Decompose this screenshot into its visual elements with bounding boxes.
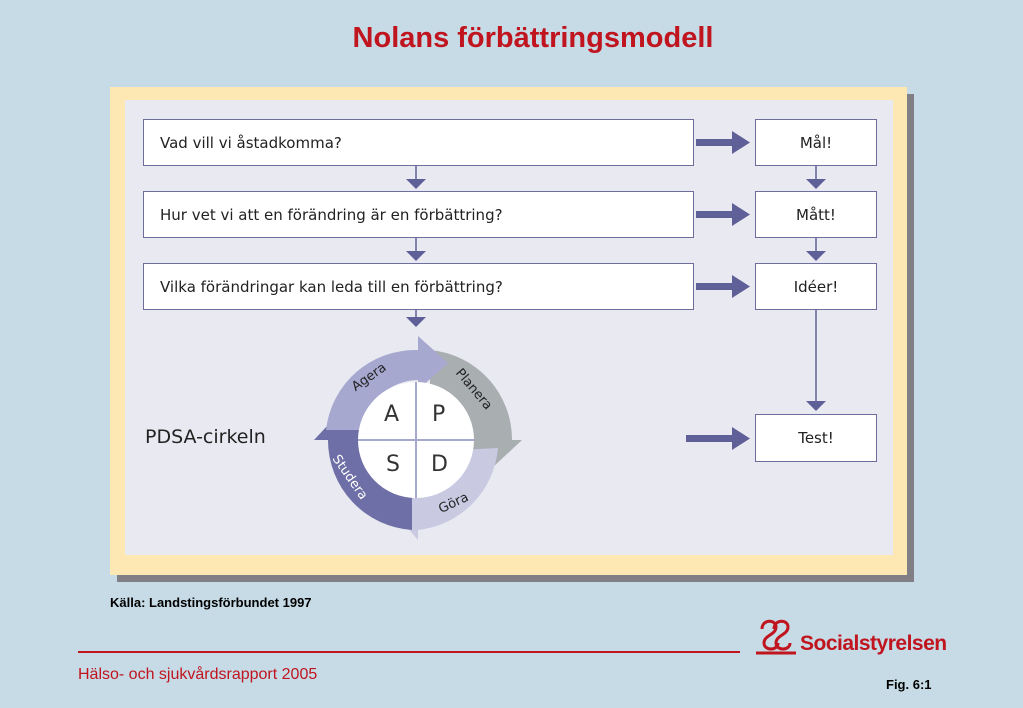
- quadrant-p: P: [432, 402, 446, 427]
- right-arrow-4: [732, 427, 750, 450]
- right-arrow-2: [732, 203, 750, 226]
- answer-box-ideer: Idéer!: [755, 263, 877, 310]
- socialstyrelsen-logo-icon: [756, 619, 796, 655]
- answer-box-matt: Mått!: [755, 191, 877, 238]
- down-arrow-1: [406, 179, 426, 189]
- quadrant-d: D: [431, 452, 448, 477]
- pdsa-cycle: [314, 336, 522, 540]
- down-arrow-2: [406, 251, 426, 261]
- source-text: Källa: Landstingsförbundet 1997: [110, 595, 312, 610]
- pdsa-label: PDSA-cirkeln: [145, 426, 266, 448]
- answer-box-test: Test!: [755, 414, 877, 462]
- arc-studera: [314, 410, 412, 530]
- right-arrow-1: [732, 131, 750, 154]
- arc-agera: [326, 336, 448, 430]
- question-down-arrows: [406, 166, 426, 327]
- quadrant-s: S: [386, 452, 400, 477]
- quadrant-a: A: [384, 402, 400, 427]
- question-box-1: Vad vill vi åstadkomma?: [143, 119, 694, 166]
- answer-box-mal: Mål!: [755, 119, 877, 166]
- arc-planera: [430, 350, 522, 468]
- question-box-2: Hur vet vi att en förändring är en förbä…: [143, 191, 694, 238]
- answer-down-arrows: [806, 166, 826, 411]
- figure-panel: [125, 100, 893, 555]
- footer-report: Hälso- och sjukvårdsrapport 2005: [78, 666, 318, 683]
- arc-gora: [392, 448, 498, 540]
- answer-arrow-2: [806, 251, 826, 261]
- logo-text: Socialstyrelsen: [800, 632, 947, 655]
- down-arrow-3: [406, 317, 426, 327]
- footer-rule: [78, 651, 740, 653]
- figure-number: Fig. 6:1: [886, 677, 932, 692]
- page-title: Nolans förbättringsmodell: [352, 22, 714, 54]
- right-arrow-3: [732, 275, 750, 298]
- answer-arrow-1: [806, 179, 826, 189]
- right-arrows: [686, 131, 750, 450]
- answer-arrow-3: [806, 401, 826, 411]
- question-box-3: Vilka förändringar kan leda till en förb…: [143, 263, 694, 310]
